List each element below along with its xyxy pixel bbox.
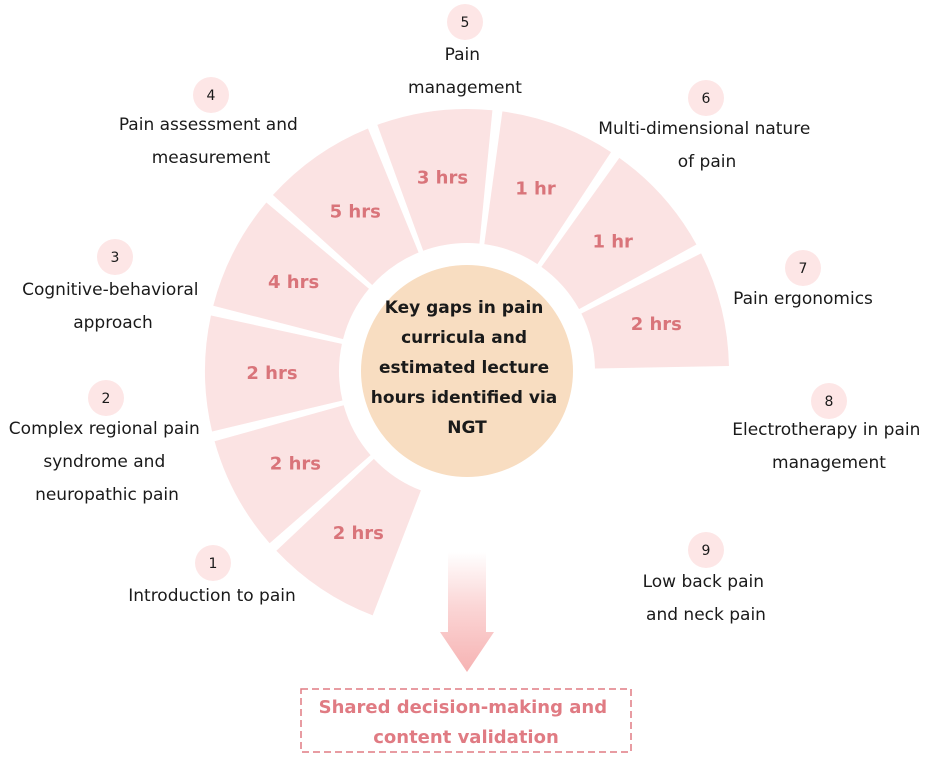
segment-label: Cognitive-behavioral approach	[22, 280, 204, 333]
segment-label: Pain management	[408, 45, 522, 98]
ring-segment	[581, 253, 729, 369]
center-line: curricula and	[401, 328, 527, 348]
segment-number: 2	[102, 391, 111, 407]
number-badge-circle	[785, 250, 821, 286]
segment-label: Pain assessment and measurement	[119, 115, 303, 168]
segment-hours: 1 hr	[515, 178, 556, 199]
segment-number: 5	[461, 15, 470, 31]
center-line: estimated lecture	[379, 358, 549, 378]
segment-number: 1	[209, 556, 218, 572]
center-line: Key gaps in pain	[385, 298, 544, 318]
center-title: Key gaps in pain curricula and estimated…	[371, 298, 563, 438]
segment-label: Complex regional pain syndrome and neuro…	[9, 419, 205, 505]
center-line: NGT	[447, 418, 487, 438]
segment-hours: 2 hrs	[631, 314, 682, 335]
segment-number: 7	[799, 261, 808, 277]
ring-segment	[541, 157, 697, 310]
ring-segment	[214, 405, 371, 544]
ring-segment	[213, 202, 369, 340]
segment-hours: 4 hrs	[268, 272, 319, 293]
segment-number: 3	[111, 250, 120, 266]
ring-segment	[204, 315, 343, 432]
segment-hours: 5 hrs	[330, 201, 381, 222]
outcome-line: content validation	[373, 727, 559, 748]
segment-number: 4	[207, 88, 216, 104]
segment-number: 8	[825, 394, 834, 410]
outcome-text: Shared decision-making and content valid…	[319, 697, 614, 748]
down-arrow-icon	[440, 552, 494, 672]
ring-segment	[272, 128, 419, 285]
segment-number: 9	[702, 543, 711, 559]
segment-labels: Introduction to pain Complex regional pa…	[9, 45, 926, 625]
ring-segments: 2 hrs 2 hrs 2 hrs 4 hrs 5 hrs 3 hrs 1 hr 1 hr 2 …	[204, 109, 729, 616]
segment-label: Introduction to pain	[128, 586, 296, 606]
segment-label: Electrotherapy in pain management	[732, 420, 926, 473]
segment-number: 6	[702, 91, 711, 107]
segment-label: Pain ergonomics	[733, 289, 873, 309]
segment-label: Low back pain and neck pain	[643, 572, 770, 625]
number-badge-circle	[97, 239, 133, 275]
number-badge-circle	[447, 4, 483, 40]
segment-hours: 1 hr	[592, 231, 633, 252]
segment-hours: 2 hrs	[270, 454, 321, 475]
center-line: hours identified via	[371, 388, 558, 408]
segment-hours: 2 hrs	[246, 363, 297, 384]
outcome-box	[300, 688, 632, 753]
number-badge-circle	[688, 532, 724, 568]
segment-hours: 3 hrs	[417, 168, 468, 189]
segment-label: Multi-dimensional nature of pain	[598, 119, 815, 172]
number-badge-circle	[193, 77, 229, 113]
number-badge-circle	[195, 545, 231, 581]
number-badges: 1 2 3 4 5 6 7 8 9	[88, 4, 847, 581]
ring-segment	[276, 458, 421, 616]
ring-segment	[377, 109, 493, 251]
segment-hours: 2 hrs	[333, 523, 384, 544]
number-badge-circle	[88, 380, 124, 416]
center-circle	[361, 265, 573, 477]
ring-segment	[484, 111, 612, 265]
number-badge-circle	[811, 383, 847, 419]
number-badge-circle	[688, 80, 724, 116]
outcome-line: Shared decision-making and	[319, 697, 607, 718]
